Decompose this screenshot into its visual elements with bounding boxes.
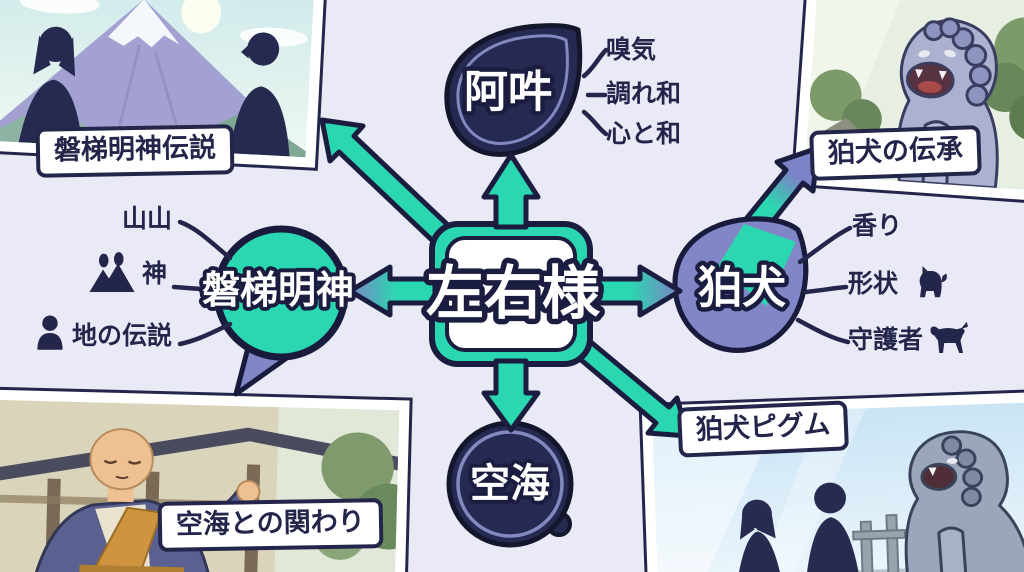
sun-icon xyxy=(181,0,222,34)
standing-dog-icon xyxy=(928,320,968,356)
caption-bottom-right: 狛犬ピグム xyxy=(676,400,850,458)
right-node-label: 狛犬 xyxy=(698,263,786,314)
sublabel-connectors xyxy=(171,47,853,347)
arrow-center-to-left xyxy=(347,264,438,318)
fence xyxy=(852,513,907,572)
caption-bottom-left: 空海との関わり xyxy=(157,498,384,552)
arrow-center-to-right xyxy=(584,264,683,318)
arrow-to-caption-bottom-right xyxy=(571,335,691,439)
sublabel-top-2: 調れ和 xyxy=(606,79,682,108)
top-node-label: 阿吽 xyxy=(464,67,552,118)
photo-bottom-right xyxy=(638,389,1024,572)
node-right-komainu xyxy=(672,216,809,353)
sitting-dog-icon xyxy=(910,262,950,300)
caption-top-left-text: 磐梯明神伝説 xyxy=(53,132,217,167)
caption-top-right-text: 狛犬の伝承 xyxy=(827,133,964,170)
caption-bottom-right-text: 狛犬ピグム xyxy=(695,409,832,446)
sublabel-left-1: 山山 xyxy=(122,204,173,233)
komainu-silhouettes-photo-illustration xyxy=(652,402,1024,572)
sublabel-top-3: 心と和 xyxy=(606,119,682,148)
monk-figure xyxy=(30,428,261,572)
sublabel-left-2: 神 xyxy=(142,259,168,288)
arrow-center-to-bottom xyxy=(481,358,541,433)
caption-bottom-left-text: 空海との関わり xyxy=(175,506,365,541)
sublabel-left-3: 地の伝説 xyxy=(72,321,173,350)
bottom-node-label: 空海 xyxy=(470,461,550,507)
node-bottom-kukai xyxy=(446,420,574,548)
sublabel-right-3: 守護者 xyxy=(848,325,924,354)
node-left-bandai-myojin xyxy=(213,225,349,397)
left-node-label: 磐梯明神 xyxy=(202,268,354,312)
caption-top-left: 磐梯明神伝説 xyxy=(35,124,235,178)
center-node-label: 左右様 xyxy=(426,259,601,327)
mountain-gods-icon xyxy=(88,250,136,298)
sublabel-top-1: 嗅気 xyxy=(606,35,657,64)
node-top-aun xyxy=(444,23,583,157)
person-icon xyxy=(36,314,64,352)
arrow-center-to-top xyxy=(481,152,541,230)
komainu-statue xyxy=(904,430,1024,572)
people-silhouettes xyxy=(735,482,862,572)
sublabel-right-2: 形状 xyxy=(848,269,899,298)
sublabel-right-1: 香り xyxy=(852,211,903,240)
caption-top-right: 狛犬の伝承 xyxy=(809,125,982,181)
